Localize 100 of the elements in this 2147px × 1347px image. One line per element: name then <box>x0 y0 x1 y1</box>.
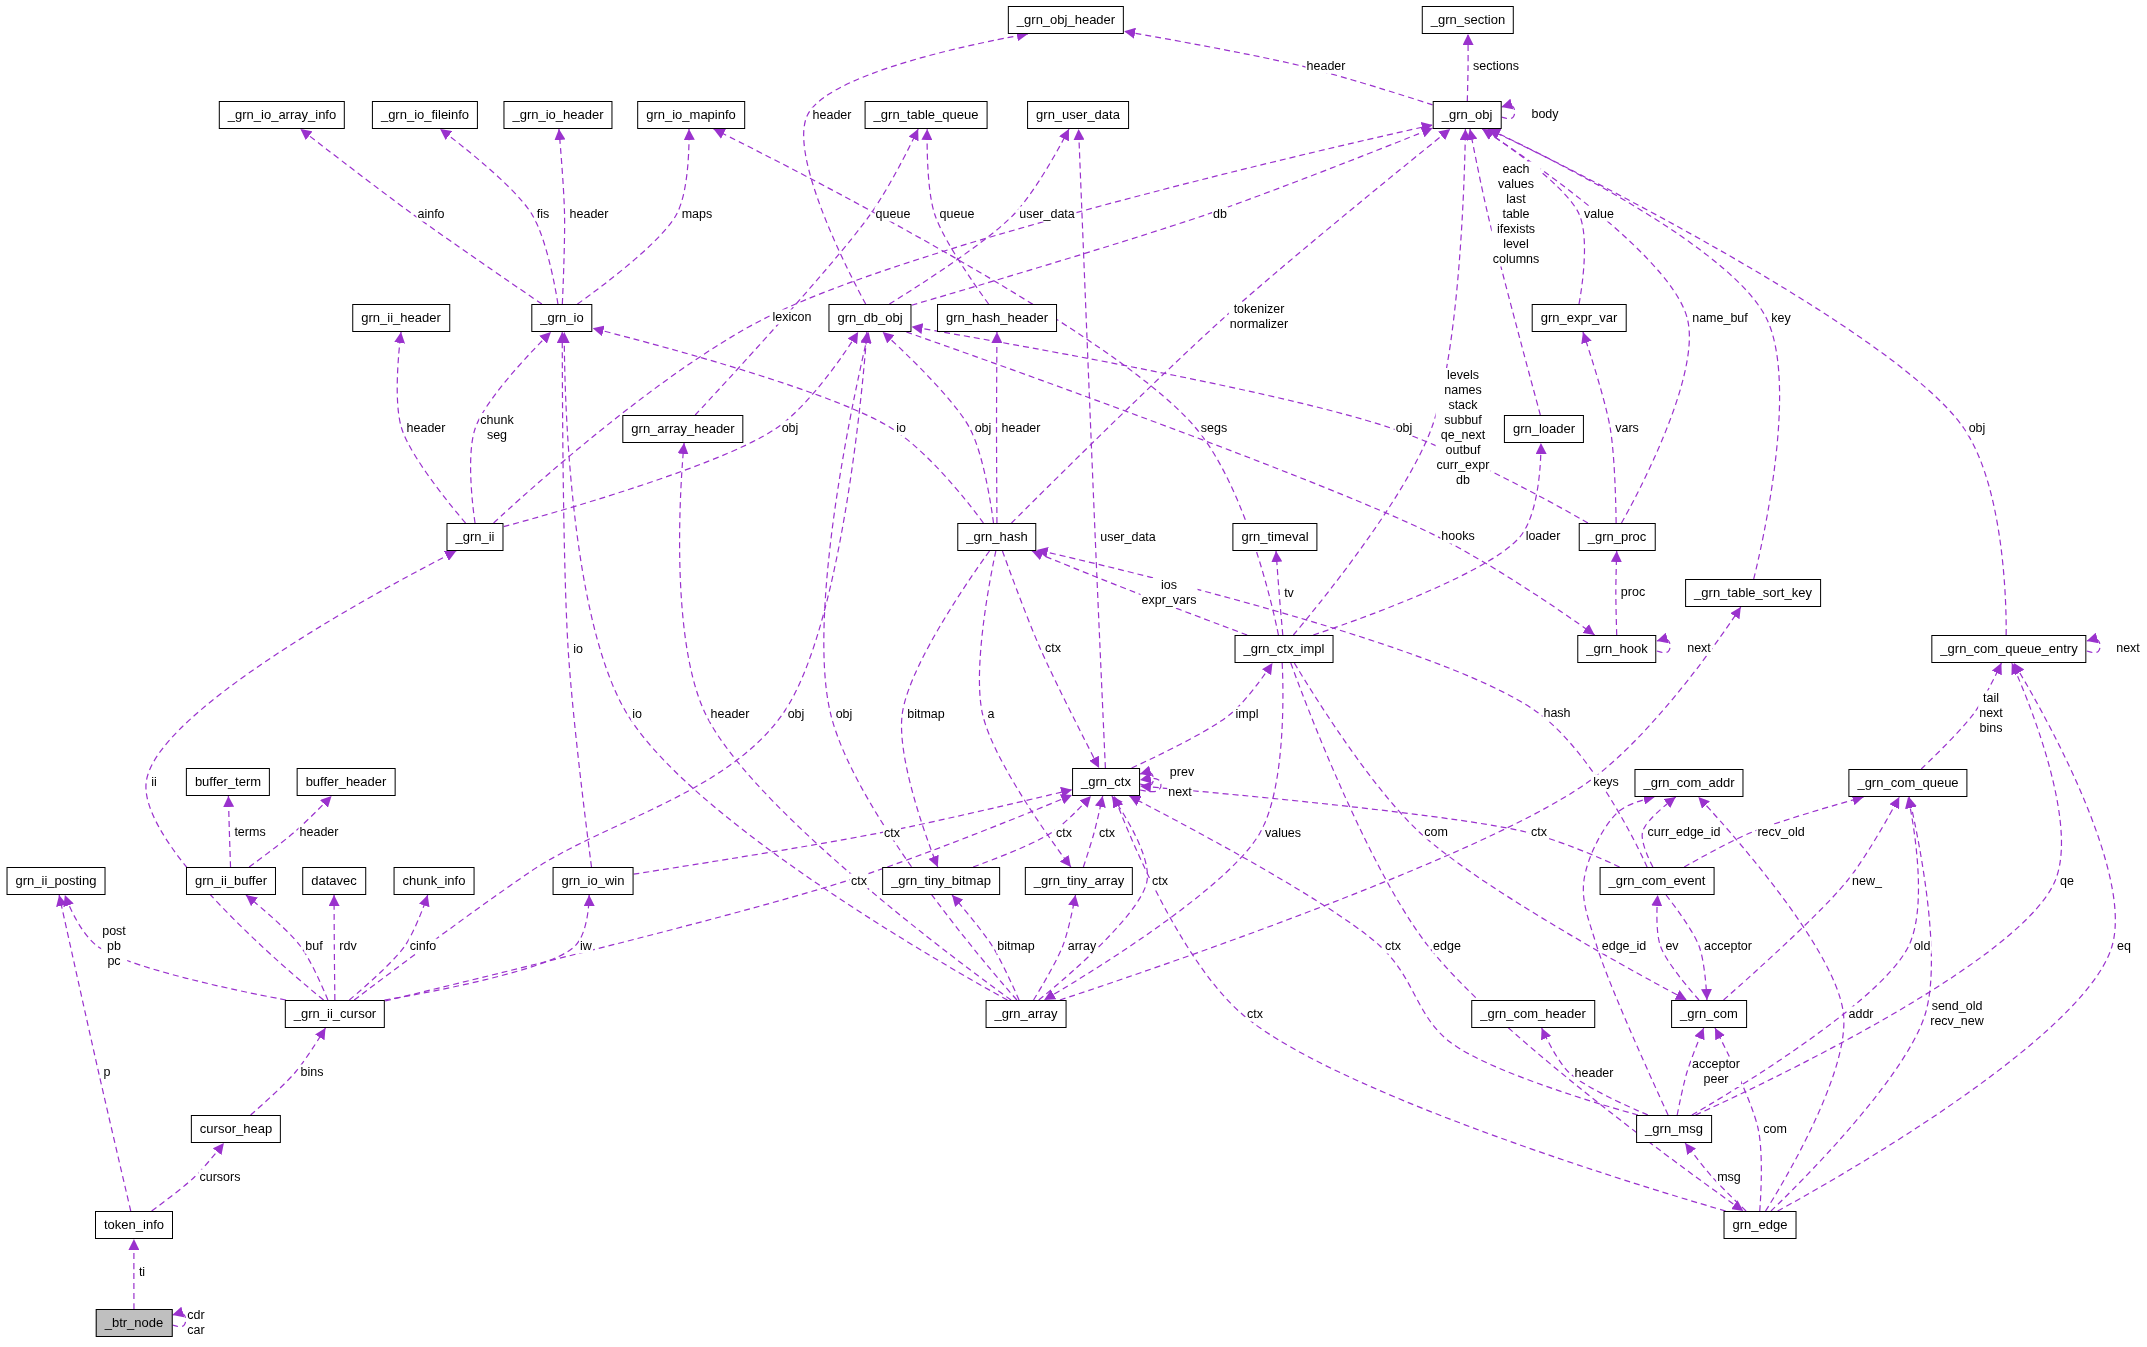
struct-box: datavec <box>302 867 366 895</box>
struct-box: _grn_io_array_info <box>218 101 346 129</box>
arrow <box>56 894 132 1212</box>
edge-label: obj <box>1394 420 1414 436</box>
arrow <box>171 1306 187 1328</box>
struct-box: _grn_ii_cursor <box>284 1000 386 1028</box>
struct-box: _grn_com <box>1671 1000 1747 1028</box>
arrow <box>245 894 329 1001</box>
arrow <box>713 128 1279 636</box>
edge-label: bitmap <box>996 938 1036 954</box>
struct-box: grn_ii_header <box>352 304 450 332</box>
struct-box: token_info <box>95 1211 173 1239</box>
edge-label: buf <box>304 938 324 954</box>
arrow <box>910 323 1589 524</box>
arrow <box>1466 128 1541 416</box>
arrow <box>1292 128 1471 636</box>
arrow <box>1128 795 1639 1116</box>
edge-label: obj <box>1967 420 1987 436</box>
struct-box: _grn_tiny_array <box>1024 867 1134 895</box>
arrow <box>439 128 559 305</box>
arrow <box>63 894 287 1001</box>
arrow <box>1271 550 1284 636</box>
struct-box: cursor_heap <box>190 1115 282 1143</box>
edge-label: user_data <box>1099 529 1157 545</box>
struct-box: grn_hash_header <box>937 304 1057 332</box>
arrow <box>921 128 990 305</box>
edge-label: edge <box>1432 938 1462 954</box>
arrow <box>145 550 457 1001</box>
arrow <box>1691 796 1920 1116</box>
arrow <box>1312 442 1547 636</box>
struct-box: _grn_com_queue_entry <box>1931 635 2087 663</box>
arrow <box>1714 1027 1762 1212</box>
arrow <box>1112 795 1727 1212</box>
edge-label: iw <box>579 938 593 954</box>
arrow <box>1665 894 1712 1001</box>
arrow <box>1610 550 1622 636</box>
edge-label: new_ <box>1851 873 1883 889</box>
edge-label: chunk seg <box>479 413 515 443</box>
edge-label: header <box>709 706 751 722</box>
struct-box: _grn_ctx <box>1072 768 1140 796</box>
arrow <box>1123 27 1434 106</box>
arrow <box>1038 795 1148 1001</box>
struct-box: _grn_io_header <box>503 101 613 129</box>
edge-label: header <box>1573 1065 1615 1081</box>
arrow <box>223 795 235 868</box>
edge-label: fis <box>535 206 551 222</box>
edge-label: each values last table ifexists level columns <box>1491 161 1541 267</box>
arrow <box>823 331 1018 1001</box>
struct-box: _grn_obj <box>1432 101 1502 129</box>
edge-label: bitmap <box>906 706 946 722</box>
arrow <box>384 794 1073 1002</box>
edge-label: obj <box>834 706 854 722</box>
struct-box: grn_db_obj <box>828 304 912 332</box>
arrow <box>882 331 995 524</box>
edge-label: old <box>1912 938 1932 954</box>
edge-label: obj <box>780 420 800 436</box>
arrow <box>978 550 1072 868</box>
arrow <box>1684 1142 1747 1212</box>
arrow <box>556 331 593 868</box>
arrow <box>1139 781 1621 868</box>
edge-label: cinfo <box>408 938 438 954</box>
arrow <box>1010 128 1451 524</box>
arrow <box>1581 331 1617 524</box>
arrow <box>900 550 991 868</box>
arrow <box>972 795 1092 868</box>
edge-label: obj <box>973 420 993 436</box>
struct-box: grn_io_win <box>552 867 634 895</box>
arrow <box>1697 796 1845 1212</box>
edge-label: edge_id <box>1600 938 1648 954</box>
edge-label: impl <box>1234 706 1260 722</box>
arrow <box>502 331 859 528</box>
struct-box: _btr_node <box>95 1309 173 1337</box>
struct-box: grn_user_data <box>1027 101 1129 129</box>
arrow <box>576 128 695 305</box>
arrow <box>1031 550 1248 636</box>
arrow <box>383 894 595 1001</box>
arrow <box>328 894 340 1001</box>
arrow <box>1043 662 1284 1001</box>
struct-box: buffer_header <box>296 768 396 796</box>
struct-box: _grn_msg <box>1636 1115 1712 1143</box>
struct-box: _grn_io <box>531 304 593 332</box>
arrow <box>470 331 552 524</box>
edge-label: hash <box>1542 705 1572 721</box>
arrow <box>1481 128 1690 524</box>
struct-box: buffer_term <box>185 768 271 796</box>
struct-box: _grn_table_queue <box>864 101 988 129</box>
edge-label: lexicon <box>771 309 813 325</box>
struct-box: _grn_tiny_bitmap <box>882 867 1000 895</box>
arrow <box>1290 662 1744 1212</box>
arrow <box>1777 662 2116 1212</box>
arrow <box>1082 795 1106 868</box>
arrow <box>1656 632 1671 654</box>
struct-box: _grn_ctx_impl <box>1234 635 1334 663</box>
arrow <box>2086 632 2101 654</box>
struct-box: grn_loader <box>1503 415 1585 443</box>
edge-label: obj <box>786 706 806 722</box>
struct-box: _grn_hash <box>957 523 1037 551</box>
arrow <box>151 1142 225 1212</box>
edge-label: ctx <box>1530 824 1548 840</box>
arrow <box>1032 894 1079 1001</box>
